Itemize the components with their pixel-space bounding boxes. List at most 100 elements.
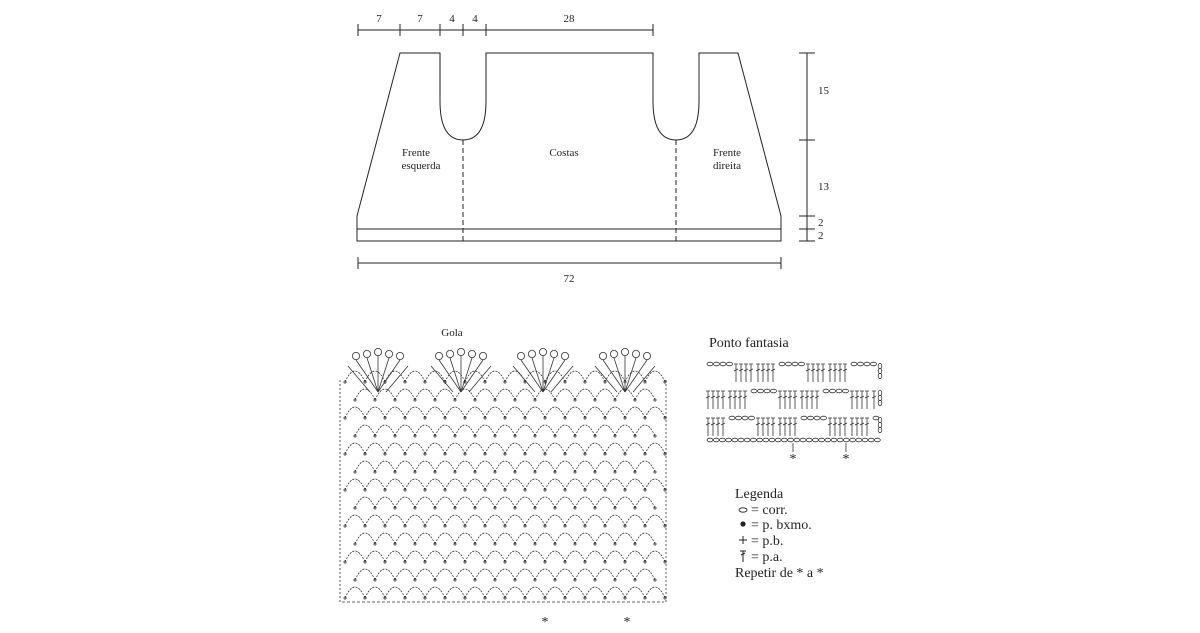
gola-join-mark xyxy=(443,416,447,420)
pf-foundation-chain xyxy=(830,437,838,443)
legend-title: Legenda xyxy=(735,487,784,502)
pf-double-crochet xyxy=(782,390,788,409)
pf-double-crochet xyxy=(787,417,793,436)
gola-join-mark xyxy=(663,380,667,384)
gola-join-mark xyxy=(453,578,457,582)
pf-foundation-chain xyxy=(706,437,714,443)
pf-chain xyxy=(770,388,777,394)
gola-fan-chain xyxy=(347,365,371,393)
pf-double-crochet xyxy=(804,390,810,409)
pf-double-crochet xyxy=(792,417,798,436)
gola-fan-chain xyxy=(385,365,409,393)
gola-join-mark xyxy=(593,398,597,402)
pf-foundation-chain xyxy=(781,437,788,443)
gola-join-mark xyxy=(363,524,367,528)
pf-chain xyxy=(813,415,821,421)
pf-foundation-chain xyxy=(712,437,720,443)
gola-join-mark xyxy=(353,578,357,582)
gola-join-mark xyxy=(613,470,617,474)
pf-double-crochet xyxy=(832,417,838,436)
pf-foundation-chain xyxy=(818,437,825,443)
gola-join-mark xyxy=(503,380,507,384)
gola-join-mark xyxy=(513,434,517,438)
gola-join-mark xyxy=(413,398,417,402)
gola-join-mark xyxy=(573,434,577,438)
pf-chain xyxy=(706,361,714,367)
pf-foundation-chain xyxy=(867,437,875,443)
pf-chain xyxy=(829,388,836,394)
gola-join-mark xyxy=(393,434,397,438)
gola-join-mark xyxy=(583,596,587,600)
gola-join-mark xyxy=(473,506,477,510)
gola-join-mark xyxy=(613,434,617,438)
gola-join-mark xyxy=(653,578,657,582)
gola-join-mark xyxy=(463,452,467,456)
pf-double-crochet xyxy=(810,363,816,382)
pf-double-crochet xyxy=(760,363,766,382)
gola-join-mark xyxy=(353,398,357,402)
pf-double-crochet xyxy=(705,390,711,409)
gola-join-mark xyxy=(513,542,517,546)
pf-double-crochet xyxy=(837,417,843,436)
gola-join-mark xyxy=(373,506,377,510)
gola-join-mark xyxy=(383,416,387,420)
gola-join-mark xyxy=(613,506,617,510)
single-crochet-icon xyxy=(739,536,747,544)
gola-join-mark xyxy=(623,416,627,420)
gola-join-mark xyxy=(563,488,567,492)
gola-join-mark xyxy=(563,416,567,420)
garment-outline xyxy=(356,52,782,242)
gola-join-mark xyxy=(583,560,587,564)
gola-join-mark xyxy=(483,524,487,528)
pf-repeat-mark-2: * xyxy=(843,452,850,467)
pf-foundation-chain xyxy=(855,437,863,443)
gola-join-mark xyxy=(463,488,467,492)
schematic-labels: 7 7 4 4 28 15 13 2 2 72 Frente esquerda … xyxy=(376,13,829,285)
gola-join-mark xyxy=(383,596,387,600)
gola-join-mark xyxy=(613,578,617,582)
pf-double-crochet xyxy=(849,390,855,409)
gola-join-mark xyxy=(433,398,437,402)
gola-join-mark xyxy=(523,596,527,600)
gola-join-mark xyxy=(473,398,477,402)
gola-join-mark xyxy=(503,488,507,492)
gola-join-mark xyxy=(633,470,637,474)
gola-join-mark xyxy=(613,542,617,546)
gola-join-mark xyxy=(643,380,647,384)
gola-join-mark xyxy=(423,596,427,600)
gola-fans xyxy=(347,347,656,393)
pf-double-crochet xyxy=(737,390,743,409)
gola-join-mark xyxy=(663,560,667,564)
gola-fan-stitch xyxy=(377,357,390,393)
gola-repeat-mark-2: * xyxy=(624,615,631,628)
gola-join-mark xyxy=(573,470,577,474)
gola-join-mark xyxy=(493,470,497,474)
gola-join-mark xyxy=(343,560,347,564)
pf-foundation-chain xyxy=(768,437,776,443)
gola-join-mark xyxy=(473,470,477,474)
pf-chain xyxy=(807,415,814,421)
pf-turning-chain xyxy=(877,367,883,374)
pf-chain xyxy=(713,361,720,367)
gola-join-mark xyxy=(423,524,427,528)
gola-picot xyxy=(599,351,608,360)
pf-double-crochet xyxy=(710,390,716,409)
gola-join-mark xyxy=(623,452,627,456)
gola-join-mark xyxy=(643,524,647,528)
gola-fan-stitch xyxy=(520,359,544,393)
gola-fan-stitch xyxy=(355,359,379,393)
gola-join-mark xyxy=(583,380,587,384)
pf-double-crochet xyxy=(715,417,721,436)
gola-join-mark xyxy=(533,398,537,402)
gola-join-mark xyxy=(353,542,357,546)
pf-double-crochet xyxy=(854,417,860,436)
pf-double-crochet xyxy=(827,417,833,436)
gola-join-mark xyxy=(603,560,607,564)
gola-join-mark xyxy=(423,452,427,456)
gola-picot xyxy=(561,351,570,360)
pf-foundation-chain xyxy=(874,437,881,443)
pf-foundation-chain xyxy=(787,437,794,443)
garment-schematic xyxy=(356,24,815,269)
gola-join-mark xyxy=(493,434,497,438)
pf-foundation-chain xyxy=(756,437,763,443)
